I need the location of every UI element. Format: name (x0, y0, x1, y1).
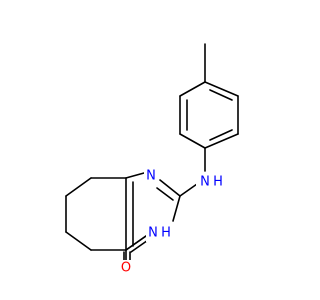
bond (125, 235, 147, 251)
atom-hamine-label: H (213, 175, 223, 190)
bond (156, 187, 174, 201)
atom-n3-label: N (148, 226, 158, 241)
bond (204, 81, 239, 97)
atom-n1-label: N (146, 169, 156, 184)
bond (209, 89, 233, 101)
carbonyl-oxygen: O (119, 260, 133, 276)
bond (159, 179, 181, 197)
bond (179, 81, 206, 97)
bond (65, 177, 92, 197)
bond (179, 183, 198, 197)
molecule-structure: N N H N H O (65, 43, 239, 276)
amine-nh: N H (196, 173, 225, 191)
bond (179, 133, 206, 149)
bond (209, 129, 233, 141)
atom-h3-label: H (161, 226, 171, 241)
ring-nh: N H (146, 224, 174, 242)
bond (65, 231, 92, 251)
ring-nitrogen: N (144, 168, 158, 184)
atom-namine-label: N (200, 175, 210, 190)
bond (125, 172, 145, 179)
atom-o-label: O (121, 261, 131, 276)
atom-labels: N N H N H O (119, 168, 225, 276)
bond (172, 195, 181, 222)
bond (204, 133, 239, 149)
